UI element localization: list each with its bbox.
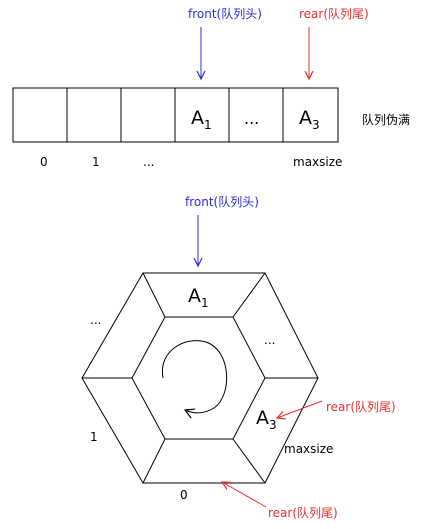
hex-cell-a1: A1 [188, 285, 209, 310]
cell-ellipsis: ... [244, 109, 259, 128]
index-0: 0 [40, 155, 48, 169]
hex-label-1: 1 [90, 430, 98, 444]
hex-cell-dots: ... [264, 333, 275, 347]
hexagon-ring [81, 272, 319, 484]
top-front-label: front(队列头) [188, 6, 262, 21]
rotation-arrow [162, 340, 227, 413]
bottom-rear-arrow-right [277, 400, 323, 418]
index-maxsize: maxsize [293, 155, 342, 169]
queue-status: 队列伪满 [362, 112, 410, 127]
hex-label-0: 0 [180, 488, 188, 502]
cell-a1: A1 [191, 107, 212, 132]
hexagon-inner [131, 316, 266, 440]
spoke [232, 438, 266, 484]
hex-label-dots-left: ... [90, 313, 101, 327]
index-dots: ... [143, 155, 154, 169]
bottom-rear-label-right: rear(队列尾) [326, 399, 396, 414]
bottom-front-label: front(队列头) [185, 194, 259, 209]
top-rear-label: rear(队列尾) [299, 6, 369, 21]
spoke [142, 272, 166, 318]
spoke [232, 272, 266, 318]
hex-label-maxsize: maxsize [284, 442, 333, 456]
spoke [142, 438, 166, 484]
cell-a3: A3 [299, 107, 320, 132]
bottom-rear-label-bottom: rear(队列尾) [268, 505, 338, 520]
index-1: 1 [92, 155, 100, 169]
array-cells [12, 87, 339, 143]
bottom-rear-arrow-bottom [222, 482, 267, 508]
hex-cell-a3: A3 [256, 407, 277, 432]
